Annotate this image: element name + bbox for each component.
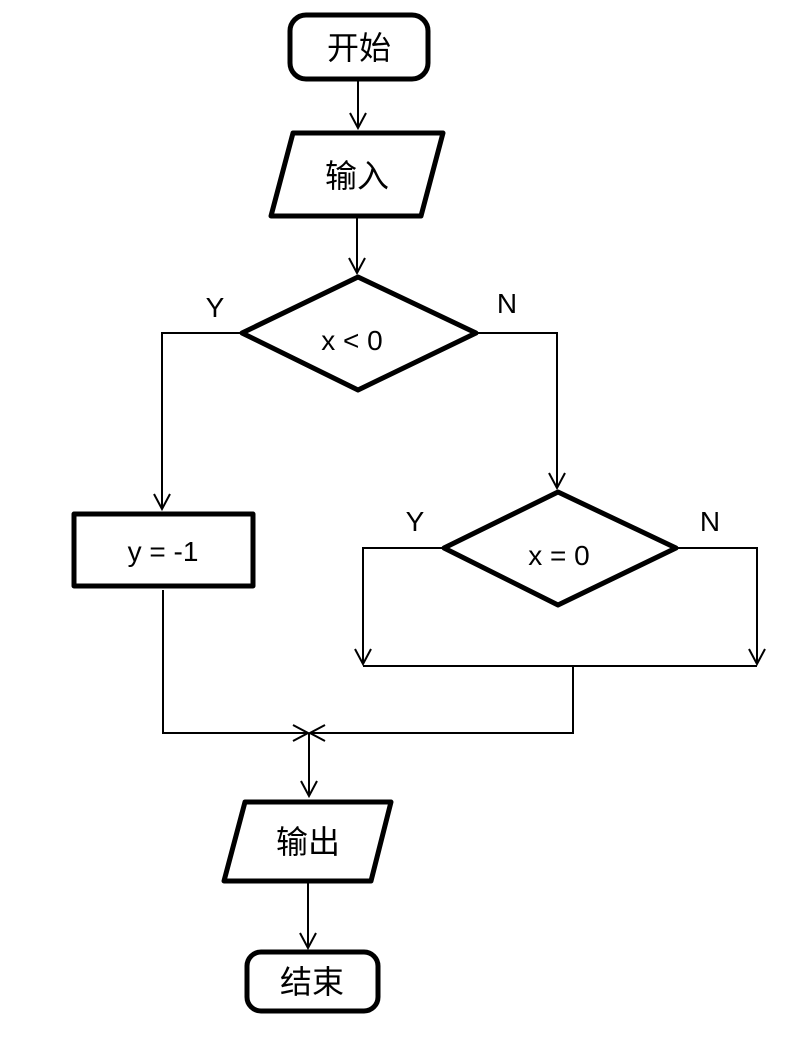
decision1-yes-label: Y <box>206 292 225 323</box>
start-label: 开始 <box>327 30 391 66</box>
decision2-node <box>441 489 679 608</box>
connector-decision1-yes-to-process <box>162 332 242 509</box>
process-label: y = -1 <box>128 536 199 567</box>
process-node <box>71 511 256 589</box>
decision2-yes-label: Y <box>406 506 425 537</box>
decision1-label: x < 0 <box>321 325 382 356</box>
start-node <box>287 12 431 82</box>
input-node <box>268 130 446 219</box>
decision1-node <box>239 274 479 393</box>
connector-collector-to-merge <box>310 666 574 733</box>
decision1-no-label: N <box>497 288 517 319</box>
input-label: 输入 <box>325 158 389 194</box>
end-node <box>244 949 381 1014</box>
end-label: 结束 <box>280 964 344 1000</box>
connector-process-to-merge <box>162 590 308 733</box>
connector-decision2-no-to-collector <box>676 547 757 664</box>
connector-decision2-yes-to-collector <box>363 547 444 664</box>
decision2-no-label: N <box>700 506 720 537</box>
output-label: 输出 <box>276 824 340 860</box>
decision2-label: x = 0 <box>528 540 589 571</box>
connector-decision1-no-to-decision2 <box>476 332 557 488</box>
output-node <box>221 799 394 884</box>
